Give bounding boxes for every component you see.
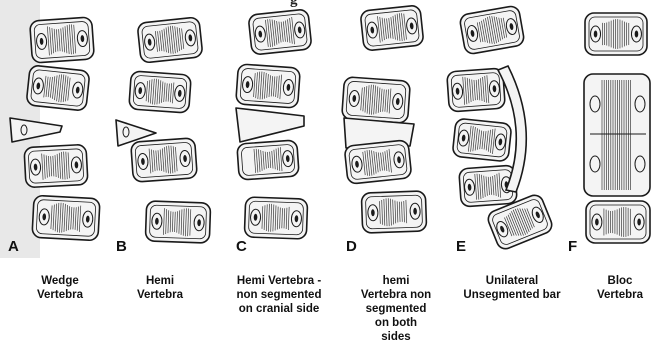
caption-line: Vertebra <box>110 288 210 302</box>
vertebra <box>342 77 411 124</box>
vertebra <box>24 144 88 187</box>
caption-line: hemi <box>346 274 446 288</box>
vertebra <box>248 9 312 55</box>
vertebra <box>237 140 299 180</box>
vertebra <box>585 13 647 55</box>
caption-hemi-vertebra-cranial: Hemi Vertebra - non segmented on cranial… <box>214 274 344 316</box>
vertebra <box>447 68 506 112</box>
caption-hemi-vertebra: Hemi Vertebra <box>110 274 210 302</box>
caption-line: Vertebra non <box>346 288 446 302</box>
vertebra <box>361 191 426 233</box>
vertebral-body <box>344 140 412 184</box>
panel-letter-d: D <box>346 238 357 255</box>
panel-letter-a: A <box>8 238 19 255</box>
pedicle-core <box>595 219 599 226</box>
panel-letter-e: E <box>456 238 466 255</box>
vertebral-body <box>447 68 506 112</box>
caption-hemi-vertebra-both-sides: hemi Vertebra non segmented on both side… <box>346 274 446 344</box>
vertebra <box>344 140 412 184</box>
vertebra <box>360 5 424 51</box>
panel-letter-f: F <box>568 238 577 255</box>
vertebra <box>236 64 301 108</box>
panel-letter-b: B <box>116 238 127 255</box>
caption-line: sides <box>346 330 446 344</box>
caption-line: non segmented <box>214 288 344 302</box>
panel-letter-c: C <box>236 238 247 255</box>
caption-line: Vertebra <box>580 288 660 302</box>
vertebra <box>129 71 192 113</box>
caption-line: Vertebra <box>10 288 110 302</box>
caption-line: on both <box>346 316 446 330</box>
caption-line: Bloc <box>580 274 660 288</box>
vertebra <box>145 201 210 243</box>
caption-wedge-vertebra: Wedge Vertebra <box>10 274 110 302</box>
vertebra <box>586 201 650 243</box>
pedicle-core <box>637 219 641 226</box>
vertebral-body <box>236 64 301 108</box>
vertebra <box>30 17 95 63</box>
caption-unilateral-unsegmented-bar: Unilateral Unsegmented bar <box>452 274 572 302</box>
vertebra <box>137 17 203 63</box>
pedicle-core <box>594 31 598 38</box>
caption-bloc-vertebra: Bloc Vertebra <box>580 274 660 302</box>
vertebra <box>459 5 525 55</box>
caption-line: Hemi Vertebra - <box>214 274 344 288</box>
caption-line: segmented <box>346 302 446 316</box>
caption-line: Wedge <box>10 274 110 288</box>
vertebrae-drawings <box>10 5 650 251</box>
caption-line: Hemi <box>110 274 210 288</box>
vertebral-body <box>131 138 198 182</box>
vertebra <box>244 197 307 239</box>
vertebra <box>452 118 512 162</box>
vertebra <box>26 65 90 111</box>
bloc-vertebra <box>584 74 650 196</box>
caption-line: Unilateral <box>452 274 572 288</box>
vertebra <box>32 195 100 240</box>
pedicle-core <box>635 31 639 38</box>
fused-hemi-vertebra <box>236 108 304 142</box>
vertebra <box>131 138 198 182</box>
vertebral-body <box>342 77 411 124</box>
caption-line: on cranial side <box>214 302 344 316</box>
caption-line: Unsegmented bar <box>452 288 572 302</box>
vertebral-body <box>30 17 95 63</box>
